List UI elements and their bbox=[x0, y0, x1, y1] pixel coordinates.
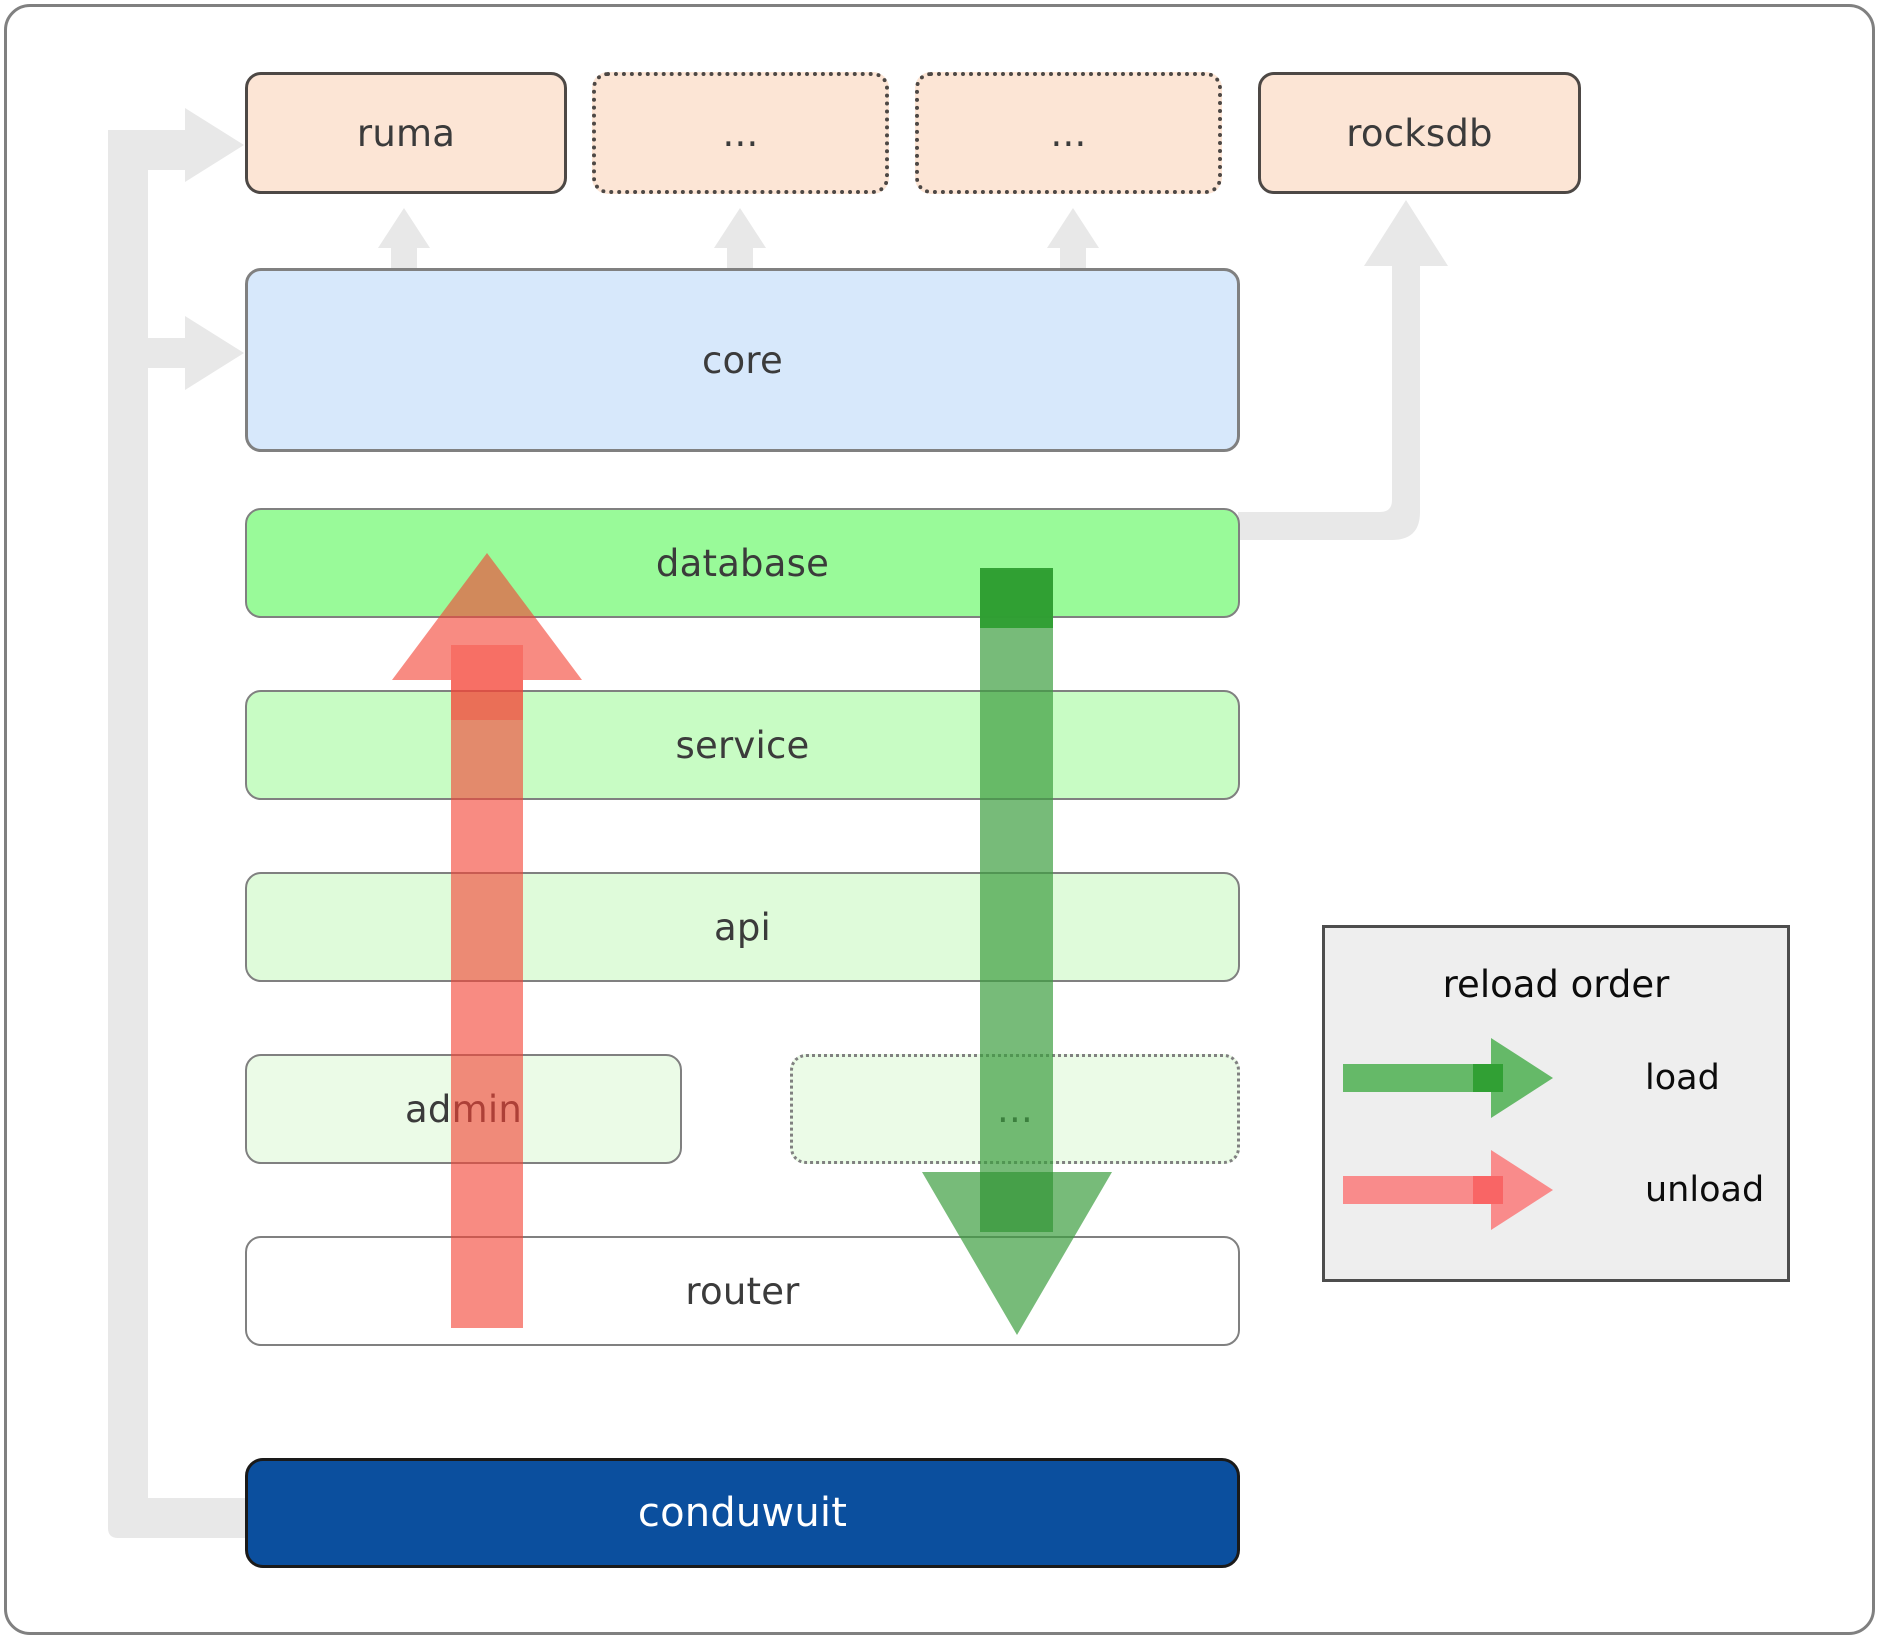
legend-load-arrow-icon bbox=[1343, 1038, 1553, 1118]
layer-label-ellipsis: ... bbox=[997, 1087, 1033, 1131]
layer-label-admin: admin bbox=[405, 1087, 522, 1131]
dependency-label-rocksdb: rocksdb bbox=[1346, 111, 1493, 155]
dependency-box-rocksdb[interactable]: rocksdb bbox=[1258, 72, 1581, 194]
layer-label-api: api bbox=[713, 905, 772, 949]
legend-row-unload: unload bbox=[1325, 1150, 1787, 1230]
layer-label-service: service bbox=[675, 723, 810, 767]
dependency-box-3[interactable]: ... bbox=[915, 72, 1222, 194]
layer-box-admin[interactable]: admin bbox=[245, 1054, 682, 1164]
layer-label-database: database bbox=[655, 541, 830, 585]
dependency-label-3: ... bbox=[1050, 111, 1087, 155]
layer-label-router: router bbox=[685, 1269, 800, 1313]
layer-box-api[interactable]: api bbox=[245, 872, 1240, 982]
unload-arrow-glyph bbox=[1343, 1150, 1553, 1230]
binary-box-conduwuit[interactable]: conduwuit bbox=[245, 1458, 1240, 1568]
diagram-outer-frame bbox=[4, 4, 1875, 1635]
legend-row-load: load bbox=[1325, 1038, 1787, 1118]
dependency-label-ruma: ruma bbox=[356, 111, 456, 155]
legend-panel: reload order load unload bbox=[1322, 925, 1790, 1282]
core-label: core bbox=[702, 338, 783, 382]
layer-box-service[interactable]: service bbox=[245, 690, 1240, 800]
unload-arrow-glyph-accent bbox=[1473, 1176, 1503, 1204]
load-arrow-glyph bbox=[1343, 1038, 1553, 1118]
legend-unload-arrow-icon bbox=[1343, 1150, 1553, 1230]
load-arrow-glyph-accent bbox=[1473, 1064, 1503, 1092]
layer-box-database[interactable]: database bbox=[245, 508, 1240, 618]
core-box[interactable]: core bbox=[245, 268, 1240, 452]
layer-box-router[interactable]: router bbox=[245, 1236, 1240, 1346]
dependency-label-2: ... bbox=[722, 111, 759, 155]
dependency-box-2[interactable]: ... bbox=[592, 72, 889, 194]
binary-label-conduwuit: conduwuit bbox=[637, 1490, 848, 1536]
legend-label-unload: unload bbox=[1645, 1170, 1765, 1210]
layer-box-ellipsis[interactable]: ... bbox=[790, 1054, 1240, 1164]
legend-title: reload order bbox=[1442, 963, 1670, 1006]
dependency-box-ruma[interactable]: ruma bbox=[245, 72, 567, 194]
legend-label-load: load bbox=[1645, 1058, 1720, 1098]
